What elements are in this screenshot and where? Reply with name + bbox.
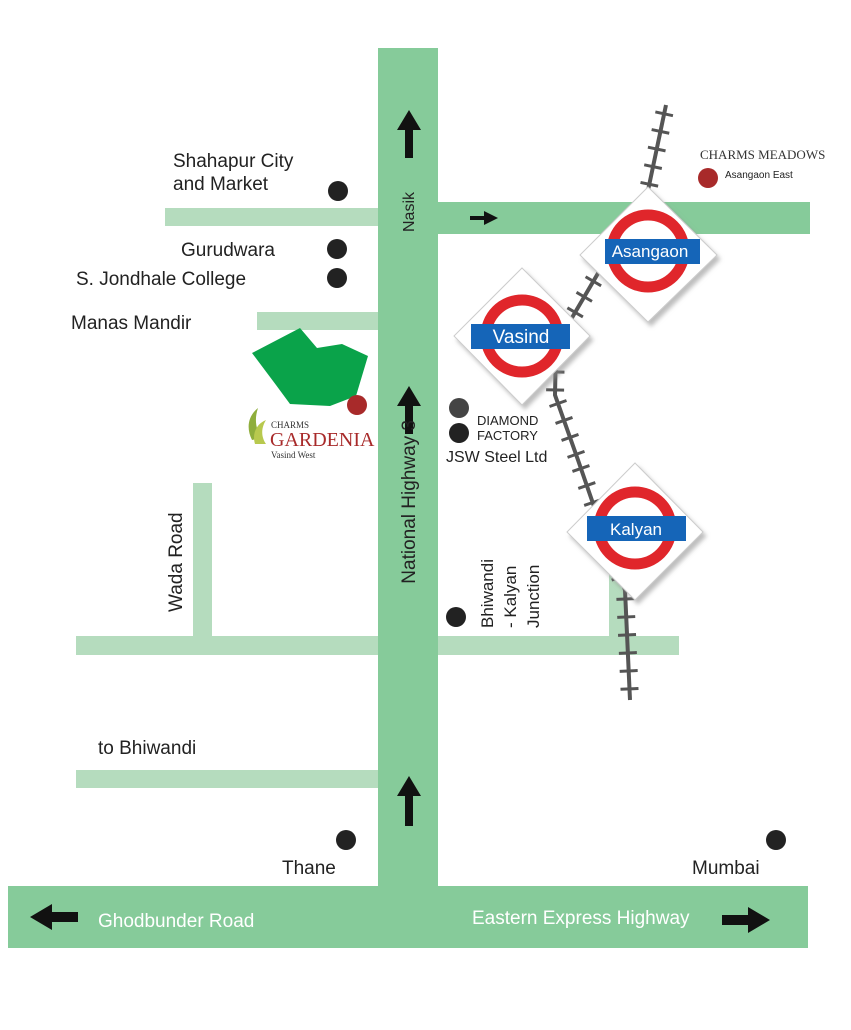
label-junction-2: - Kalyan [501, 566, 520, 628]
label-wada-road: Wada Road [166, 512, 187, 612]
railway-tie [651, 128, 670, 135]
railway-tie [647, 145, 666, 153]
railway-tie [617, 615, 636, 619]
railway-tie [619, 669, 638, 673]
railway-tie [567, 449, 586, 459]
railway-tie [616, 597, 635, 601]
railway-tie [617, 633, 637, 637]
meadows-name: CHARMS MEADOWS [700, 147, 825, 162]
railway-tie [561, 433, 579, 442]
dot-marker-icon [327, 181, 786, 850]
gardenia-leaf-logo [248, 408, 266, 444]
label-national-highway-3: National Highway 3 [399, 420, 420, 584]
label-jondhale-college: S. Jondhale College [76, 269, 246, 290]
ghodbunder-express-road [8, 886, 808, 948]
railway-tie [555, 416, 573, 425]
label-manas-mandir: Manas Mandir [71, 313, 192, 334]
railway-tie [584, 275, 602, 288]
label-diamond-1: DIAMOND [477, 413, 538, 428]
label-junction-1: Bhiwandi [478, 559, 497, 628]
label-junction-3: Junction [524, 565, 543, 628]
label-nasik: Nasik [401, 191, 418, 232]
railway-tie [571, 464, 590, 473]
bhiwandi-road [76, 770, 380, 788]
gardenia-brand: CHARMS [271, 420, 309, 430]
arrow-icon [30, 110, 770, 933]
station-roundel-icon: Asangaon [579, 186, 718, 323]
station-vasind-label: Vasind [493, 327, 550, 348]
label-gurudwara: Gurudwara [181, 240, 275, 261]
label-to-bhiwandi: to Bhiwandi [98, 738, 196, 759]
label-jsw-steel: JSW Steel Ltd [446, 449, 547, 466]
meadows-marker [698, 168, 718, 188]
label-thane: Thane [282, 858, 336, 879]
junction-road-west [76, 636, 380, 655]
railway-tie [577, 481, 596, 490]
label-shahapur-2: and Market [173, 174, 269, 195]
railway-tie [566, 306, 584, 319]
station-roundel-icon: Kalyan [566, 462, 704, 601]
label-diamond-2: FACTORY [477, 428, 538, 443]
gardenia-plot [252, 328, 368, 406]
railway-tie [620, 686, 639, 691]
label-ghodbunder-road: Ghodbunder Road [98, 911, 254, 932]
junction-road-east [436, 636, 679, 655]
wada-road [193, 483, 212, 641]
railway-tie [618, 651, 637, 655]
gardenia-name: GARDENIA [270, 429, 375, 451]
manas-mandir-road [257, 312, 380, 330]
railway-tie [575, 290, 593, 303]
railway-tie [655, 110, 674, 118]
national-highway-3 [378, 48, 438, 890]
label-shahapur-1: Shahapur City [173, 151, 294, 172]
railway-tie [643, 163, 663, 170]
shahapur-road [165, 208, 380, 226]
gardenia-subtitle: Vasind West [271, 450, 316, 460]
railway-tie [640, 180, 659, 188]
station-asangaon-label: Asangaon [612, 242, 689, 261]
gardenia-marker [347, 395, 367, 415]
station-roundel-icon: Vasind [453, 267, 591, 406]
railway-tie [549, 399, 567, 408]
kalyan-spur-road [609, 572, 625, 642]
meadows-subtitle: Asangaon East [725, 170, 793, 181]
label-eastern-express-highway: Eastern Express Highway [472, 908, 690, 929]
station-kalyan-label: Kalyan [610, 520, 662, 539]
label-mumbai: Mumbai [692, 858, 760, 879]
